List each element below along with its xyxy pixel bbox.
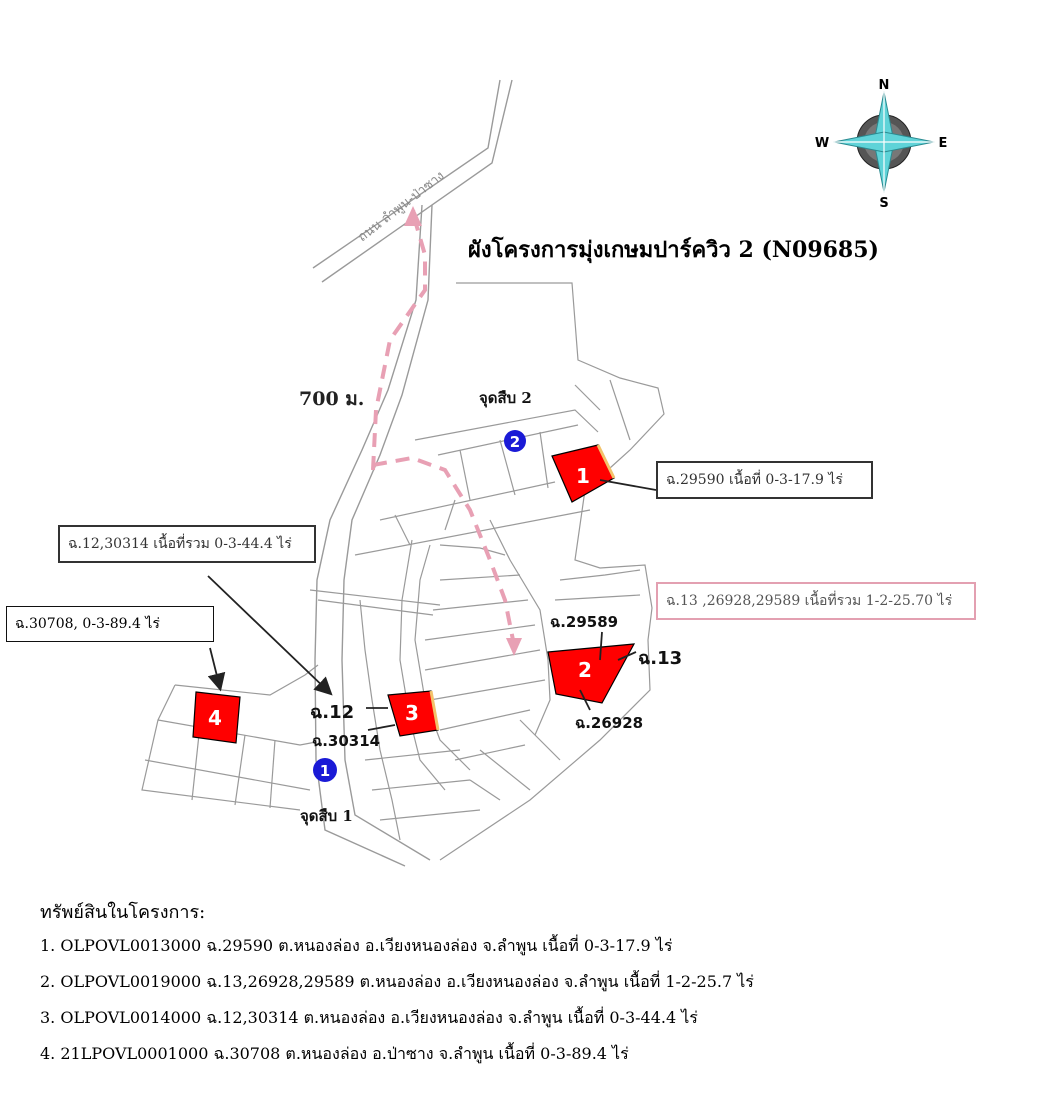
map-title: ผังโครงการมุ่งเกษมปาร์ควิว 2 (N09685) <box>468 237 879 263</box>
access-marker-2 <box>504 430 526 452</box>
route-arrow-south <box>506 638 522 656</box>
plot-3-edge <box>429 690 440 731</box>
compass-rose: N S E W <box>815 78 948 211</box>
plot-3-number: 3 <box>405 701 419 725</box>
asset-list-item-1: 1. OLPOVL0013000 ฉ.29590 ต.หนองล่อง อ.เว… <box>40 936 673 955</box>
road-label: ถนน ลำพูน-ป่าซาง <box>355 169 447 246</box>
compass-north: N <box>879 78 890 93</box>
asset-list: ทรัพย์สินในโครงการ: 1. OLPOVL0013000 ฉ.2… <box>40 897 1020 1078</box>
site-map: ถนน ลำพูน-ป่าซาง 1 2 3 4 2 1 N S E W <box>141 78 948 867</box>
lot-label-13: ฉ.13 <box>638 648 683 669</box>
asset-list-item-3: 3. OLPOVL0014000 ฉ.12,30314 ต.หนองล่อง อ… <box>40 1008 698 1027</box>
callout-plot-2: ฉ.13 ,26928,29589 เนื้อที่รวม 1-2-25.70 … <box>656 582 976 620</box>
route-dashed <box>371 208 515 641</box>
lot-label-29589: ฉ.29589 <box>550 613 619 631</box>
callout-plot-4: ฉ.30708, 0-3-89.4 ไร่ <box>6 606 214 642</box>
plot-2-number: 2 <box>578 658 592 682</box>
access-marker-1 <box>313 758 337 782</box>
callout-plot-1: ฉ.29590 เนื้อที่ 0-3-17.9 ไร่ <box>656 461 873 499</box>
access-point-2-label: จุดสืบ 2 <box>479 389 532 407</box>
lot-label-12: ฉ.12 <box>310 702 355 723</box>
access-road <box>314 204 433 867</box>
lot-label-26928: ฉ.26928 <box>575 714 644 732</box>
compass-west: W <box>815 136 829 151</box>
plot-1-edge <box>596 444 616 479</box>
compass-south: S <box>879 196 888 211</box>
access-marker-1-number: 1 <box>320 762 330 780</box>
plot-1-number: 1 <box>576 464 590 488</box>
leader-plot-4 <box>207 647 226 692</box>
plot-4-number: 4 <box>208 706 222 730</box>
lot-label-30314: ฉ.30314 <box>312 732 381 750</box>
callout-plot-3: ฉ.12,30314 เนื้อที่รวม 0-3-44.4 ไร่ <box>58 525 316 563</box>
route-arrow-north <box>404 206 422 226</box>
compass-east: E <box>939 136 948 151</box>
access-marker-2-number: 2 <box>510 433 520 451</box>
highway <box>312 79 513 283</box>
asset-list-heading: ทรัพย์สินในโครงการ: <box>40 902 206 923</box>
leader-lines <box>366 479 657 731</box>
leader-plot-3 <box>207 575 333 696</box>
project-roads <box>309 282 665 861</box>
asset-list-item-2: 2. OLPOVL0019000 ฉ.13,26928,29589 ต.หนอง… <box>40 972 754 991</box>
access-point-1-label: จุดสืบ 1 <box>300 807 353 825</box>
distance-label: 700 ม. <box>299 388 365 410</box>
asset-list-item-4: 4. 21LPOVL0001000 ฉ.30708 ต.หนองล่อง อ.ป… <box>40 1044 629 1063</box>
plot-2-shape <box>547 643 636 704</box>
plot-4-shape <box>192 691 241 744</box>
